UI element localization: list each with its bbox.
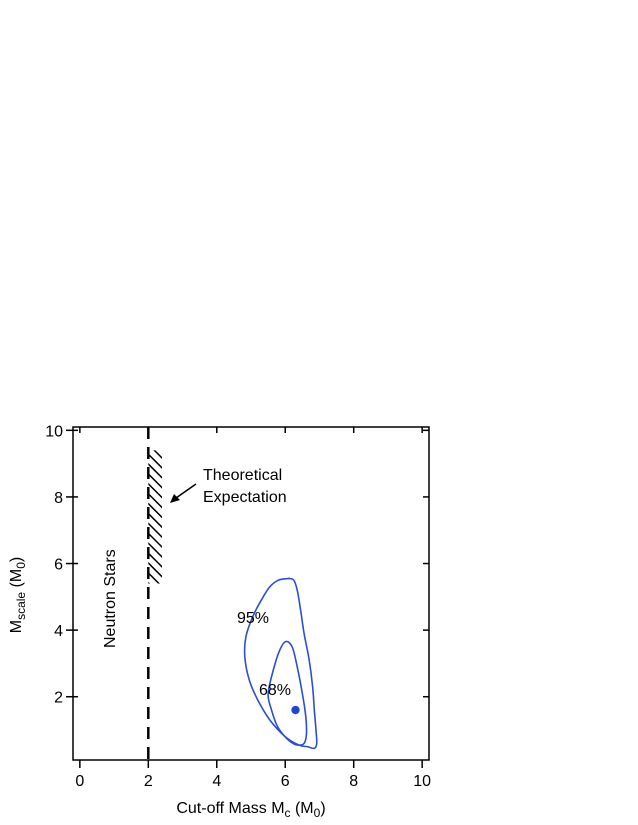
- neutron-stars-label: Neutron Stars: [102, 549, 119, 648]
- theoretical-label-line1: Theoretical: [203, 467, 282, 484]
- x-tick-label: 6: [281, 773, 290, 790]
- best-fit-point: [291, 705, 300, 715]
- x-tick-label: 4: [212, 773, 221, 790]
- x-tick-label: 2: [144, 773, 153, 790]
- plot-frame: [72, 426, 430, 761]
- x-axis-title: Cut-off Mass Mc (M0): [176, 800, 325, 820]
- y-tick-label: 4: [54, 623, 63, 640]
- y-axis-title: Mscale (M0): [8, 557, 28, 633]
- label-68: 68%: [259, 682, 291, 699]
- y-tick-label: 2: [54, 690, 63, 707]
- annotation-arrow: [170, 483, 197, 503]
- x-tick-label: 10: [413, 773, 431, 790]
- y-tick-label: 8: [54, 490, 63, 507]
- y-tick-label: 10: [45, 423, 63, 440]
- theoretical-expectation-band: [148, 450, 162, 584]
- theoretical-label-line2: Expectation: [203, 489, 287, 506]
- x-tick-label: 0: [75, 773, 84, 790]
- x-tick-label: 8: [349, 773, 358, 790]
- y-tick-label: 6: [54, 557, 63, 574]
- x-tick-labels: 0 2 4 6 8 10: [75, 773, 431, 790]
- contours: [243, 577, 318, 750]
- contour-68pct: [267, 640, 308, 746]
- label-95: 95%: [237, 610, 269, 627]
- y-tick-labels: 2 4 6 8 10: [45, 423, 63, 706]
